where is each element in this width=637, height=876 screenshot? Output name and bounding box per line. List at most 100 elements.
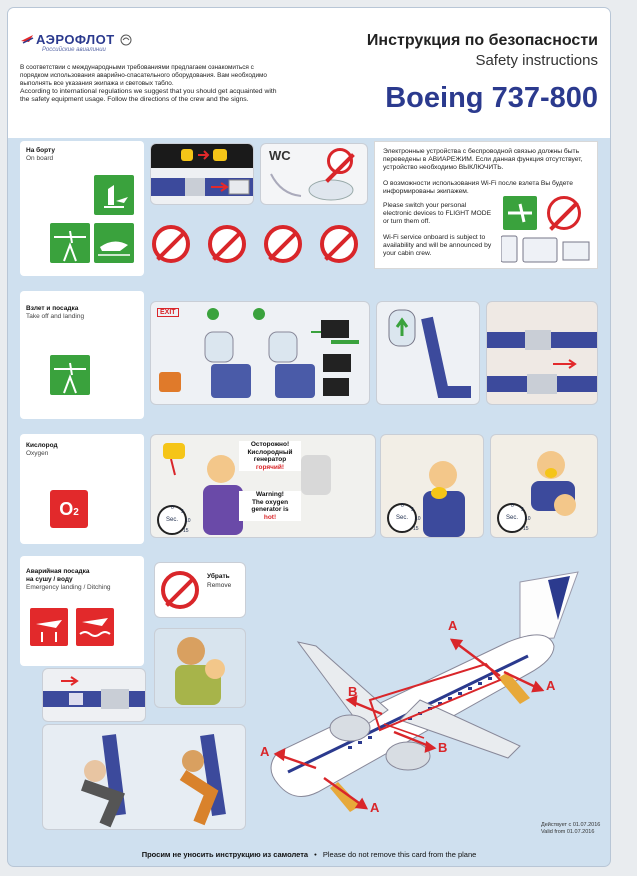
- intro-en: According to international regulations w…: [20, 88, 277, 104]
- brace-position-parent-picture: [154, 628, 246, 708]
- wing-logo-icon: [21, 35, 34, 44]
- timer-tick: 0: [401, 503, 404, 509]
- seat-upright-picture: [376, 301, 480, 405]
- timer-tick: 15: [413, 526, 419, 532]
- timer-tick: 10: [415, 516, 421, 522]
- alliance-icon: [120, 34, 132, 46]
- warning-ru-1: Осторожно!: [250, 441, 290, 448]
- warning-en-3: hot!: [263, 513, 277, 521]
- electronics-panel: Электронные устройства с беспроводной св…: [374, 141, 598, 269]
- no-microphone-icon: [320, 225, 358, 263]
- no-headphones-icon: [208, 225, 246, 263]
- section-on-board: На борту On board: [20, 141, 144, 276]
- no-wifi-icon: [547, 196, 581, 230]
- landing-icon: [94, 223, 134, 263]
- timer-tick: 10: [525, 516, 531, 522]
- timer-tick: 15: [523, 526, 529, 532]
- takeoff-icon: [50, 223, 90, 263]
- emergency-label-en: Emergency landing / Ditching: [26, 584, 111, 591]
- exit-label-a-front-left: A: [260, 744, 270, 759]
- title-ru: Инструкция по безопасности: [366, 32, 598, 49]
- airline-logo: АЭРОФЛОТ Российские авиалинии: [20, 30, 170, 56]
- footer-en: Please do not remove this card from the …: [322, 850, 477, 859]
- exit-label-b-wing-left: B: [348, 684, 358, 699]
- exit-label-a-rear-left: A: [448, 618, 458, 633]
- takeoff-label-en: Take off and landing: [26, 313, 85, 320]
- seatbelt-sign-picture: [150, 143, 254, 205]
- takeoff-label-ru: Взлет и посадка: [26, 305, 79, 312]
- no-smoking-lavatory-icon: [327, 148, 353, 174]
- valid-date: Действует с 01.07.2016 Valid from 01.07.…: [541, 822, 600, 836]
- warning-ru-3: горячий!: [255, 463, 285, 471]
- electronics-ru-1: Электронные устройства с беспроводной св…: [383, 148, 583, 171]
- aircraft-exits-diagram: [270, 571, 579, 812]
- timer-tick: 5: [411, 507, 414, 513]
- footer-separator: •: [314, 850, 317, 859]
- exit-label-a-rear-right: A: [546, 678, 556, 693]
- exit-sign: EXIT: [157, 308, 179, 317]
- exit-diagram: A A A A B B: [258, 560, 603, 820]
- no-games-icon: [264, 225, 302, 263]
- devices-icon: [501, 235, 590, 263]
- warning-ru-2: Кислородный генератор: [247, 448, 293, 464]
- section-emergency: Аварийная посадка на сушу / воду Emergen…: [20, 556, 250, 846]
- on-board-pictures: WC: [146, 141, 372, 276]
- unfasten-seatbelt-picture: [42, 668, 146, 722]
- remove-ru: Убрать: [207, 573, 230, 580]
- timer-2-unit: Sec.: [395, 515, 408, 521]
- on-board-label-ru: На борту: [26, 147, 55, 154]
- takeoff-label: Взлет и посадка Take off and landing: [26, 305, 84, 321]
- flight-mode-icon: [503, 196, 537, 230]
- seatbelt-fasten-picture: [486, 301, 598, 405]
- lavatory-picture: WC: [260, 143, 368, 205]
- valid-date-ru: Действует с 01.07.2016: [541, 822, 601, 828]
- airport-tower-icon: [94, 175, 134, 215]
- intro-ru: В соответствии с международными требован…: [20, 64, 267, 87]
- warning-en: Warning! The oxygen generator is hot!: [239, 491, 301, 522]
- oxygen-label: Кислород Oxygen: [26, 442, 58, 458]
- intro-text: В соответствии с международными требован…: [20, 64, 280, 105]
- ditching-icon: [76, 608, 114, 646]
- on-board-label-en: On board: [26, 155, 54, 162]
- airline-tagline: Российские авиалинии: [42, 47, 106, 53]
- timer-tick: 0: [511, 503, 514, 509]
- no-smoking-icon: [152, 225, 190, 263]
- brace-position-picture: [42, 724, 246, 830]
- safety-card: АЭРОФЛОТ Российские авиалинии Инструкция…: [8, 8, 610, 866]
- oxygen-label-ru: Кислород: [26, 442, 58, 449]
- remove-items-picture: Убрать Remove: [154, 562, 246, 618]
- wc-label: WC: [269, 148, 291, 163]
- electronics-ru-2: О возможности использования Wi-Fi после …: [383, 180, 573, 195]
- footer: Просим не уносить инструкцию из самолета…: [8, 844, 610, 866]
- section-takeoff: Взлет и посадка Take off and landing: [20, 291, 144, 419]
- warning-ru: Осторожно! Кислородный генератор горячий…: [239, 441, 301, 472]
- oxygen-label-en: Oxygen: [26, 450, 49, 457]
- emergency-label: Аварийная посадка на сушу / воду Emergen…: [26, 568, 111, 592]
- oxygen-mask-warning-picture: Осторожно! Кислородный генератор горячий…: [150, 434, 376, 538]
- warning-en-1: Warning!: [256, 491, 284, 498]
- cabin-preparation-picture: EXIT: [150, 301, 370, 405]
- no-sharp-items-icon: [161, 571, 199, 609]
- emergency-label-ru: Аварийная посадка на сушу / воду: [26, 568, 90, 583]
- on-board-label: На борту On board: [26, 147, 55, 163]
- title-en: Safety instructions: [475, 52, 598, 69]
- aircraft-model: Boeing 737-800: [385, 82, 598, 114]
- electronics-en-2: Wi-Fi service onboard is subject to avai…: [383, 234, 492, 257]
- timer-tick: 10: [185, 518, 191, 524]
- timer-tick: 5: [521, 507, 524, 513]
- exit-label-a-front-right: A: [370, 800, 380, 815]
- timer-tick: 15: [183, 528, 189, 534]
- timer-3-unit: Sec.: [505, 515, 518, 521]
- timer-tick: 0: [171, 505, 174, 511]
- warning-en-2: The oxygen generator is: [251, 498, 289, 514]
- airline-name: АЭРОФЛОТ: [36, 32, 115, 47]
- emergency-land-icon: [30, 608, 68, 646]
- header: АЭРОФЛОТ Российские авиалинии Инструкция…: [8, 8, 610, 138]
- electronics-en-1: Please switch your personal electronic d…: [383, 202, 492, 225]
- emergency-label-box: Аварийная посадка на сушу / воду Emergen…: [20, 556, 144, 666]
